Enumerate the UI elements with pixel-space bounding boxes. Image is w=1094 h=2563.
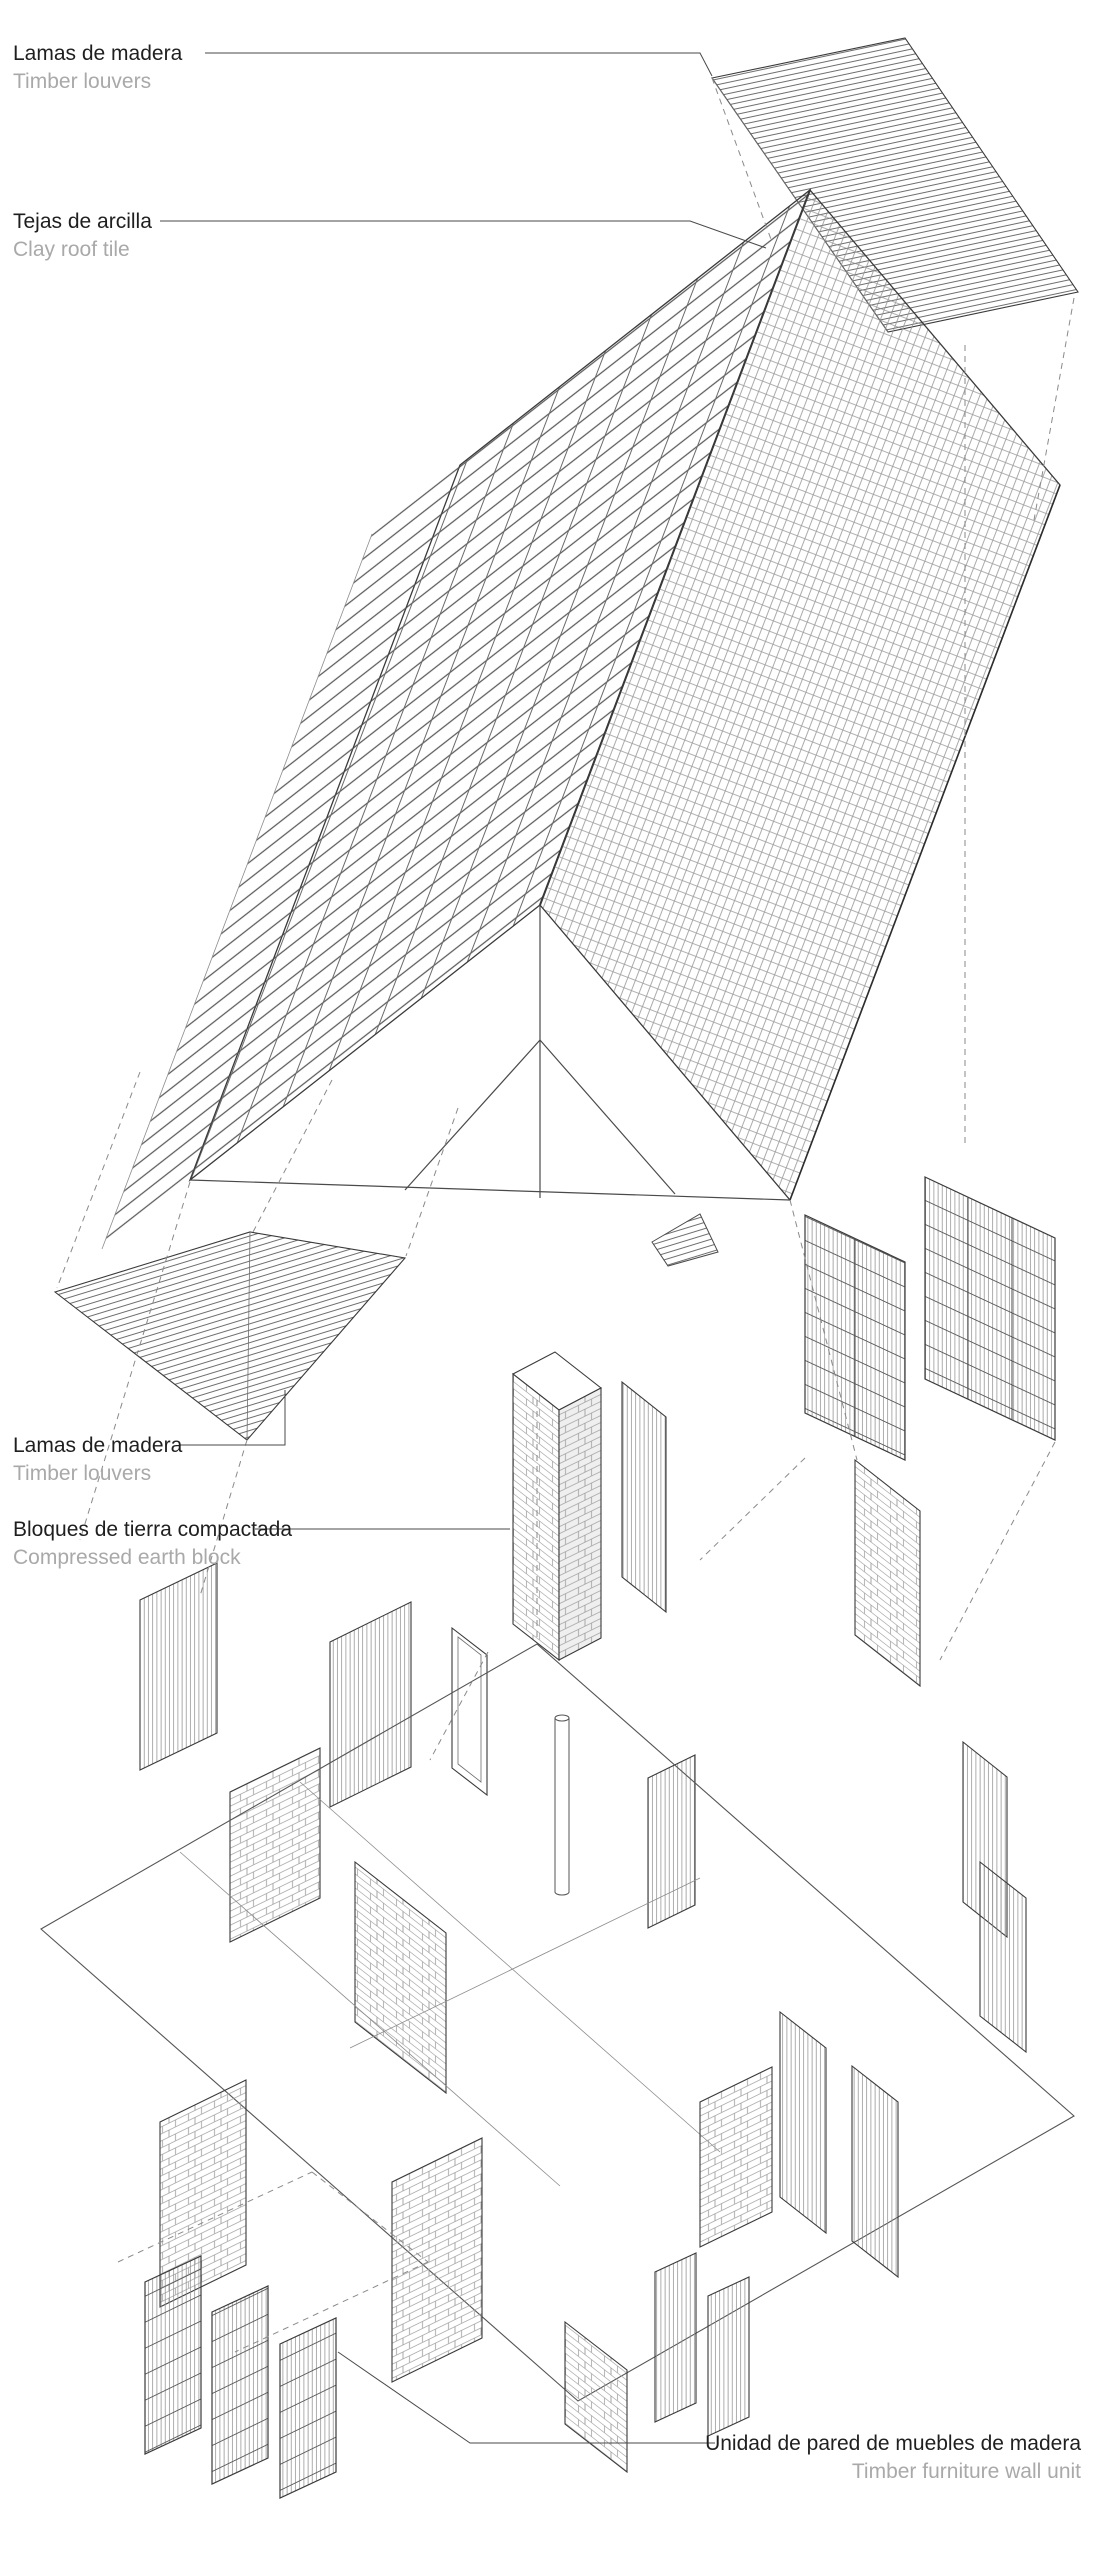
callout-clay-roof-tile: Tejas de arcilla Clay roof tile [13, 208, 152, 264]
callout-secondary: Timber furniture wall unit [851, 2460, 1081, 2483]
door-panel-mid [622, 1382, 666, 1612]
projection-lines [57, 78, 1074, 2352]
leader-timber-louvers-top [205, 53, 712, 76]
callout-secondary: Timber louvers [13, 1462, 152, 1485]
callout-primary: Lamas de madera [13, 1434, 183, 1457]
gable-vent-louver [652, 1214, 718, 1266]
earth-block-wall [392, 2138, 482, 2382]
leader-lines [160, 53, 766, 2443]
callout-primary: Unidad de pared de muebles de madera [705, 2432, 1081, 2455]
slat-panel [655, 2253, 696, 2422]
earth-block-wall [700, 2067, 772, 2247]
earth-block-wall [230, 1748, 320, 1942]
door-frame [452, 1628, 487, 1795]
earth-block-wall [355, 1862, 446, 2093]
slat-panel [708, 2277, 749, 2436]
slat-panel [980, 1862, 1026, 2052]
callout-secondary: Timber louvers [13, 70, 152, 93]
callout-furniture-wall-unit: Unidad de pared de muebles de madera Tim… [705, 2430, 1081, 2486]
roof-framing [102, 190, 810, 1249]
callout-timber-louvers-top: Lamas de madera Timber louvers [13, 40, 182, 96]
callout-primary: Lamas de madera [13, 42, 183, 65]
callout-primary: Bloques de tierra compactada [13, 1518, 292, 1541]
ground-level-walls [160, 1862, 1026, 2472]
gable-truss [190, 905, 790, 1200]
earth-block-wall [565, 2322, 627, 2472]
callout-earth-block: Bloques de tierra compactada Compressed … [13, 1516, 292, 1572]
callout-timber-louvers-mid: Lamas de madera Timber louvers [13, 1432, 182, 1488]
furniture-wall-units-right [805, 1177, 1055, 1460]
slat-panel [780, 2012, 826, 2233]
column [555, 1715, 569, 1895]
callout-secondary: Compressed earth block [13, 1546, 241, 1569]
leader-clay-roof-tile [160, 221, 766, 248]
left-louver-panel [55, 1232, 405, 1440]
slat-panel [648, 1755, 695, 1928]
callout-primary: Tejas de arcilla [13, 210, 152, 233]
mid-level-walls [140, 1460, 1007, 2093]
furniture-wall-units-bottom [145, 2256, 336, 2498]
callout-secondary: Clay roof tile [13, 238, 130, 261]
earth-block-wall [160, 2080, 246, 2307]
leader-furniture-wall-unit [338, 2352, 715, 2443]
earth-block-chimney [513, 1352, 601, 1660]
earth-block-wall [855, 1460, 920, 1686]
slat-panel [140, 1563, 217, 1770]
slat-panel [330, 1602, 411, 1807]
leader-timber-louvers-mid [180, 1390, 285, 1445]
slat-panel [852, 2066, 898, 2277]
